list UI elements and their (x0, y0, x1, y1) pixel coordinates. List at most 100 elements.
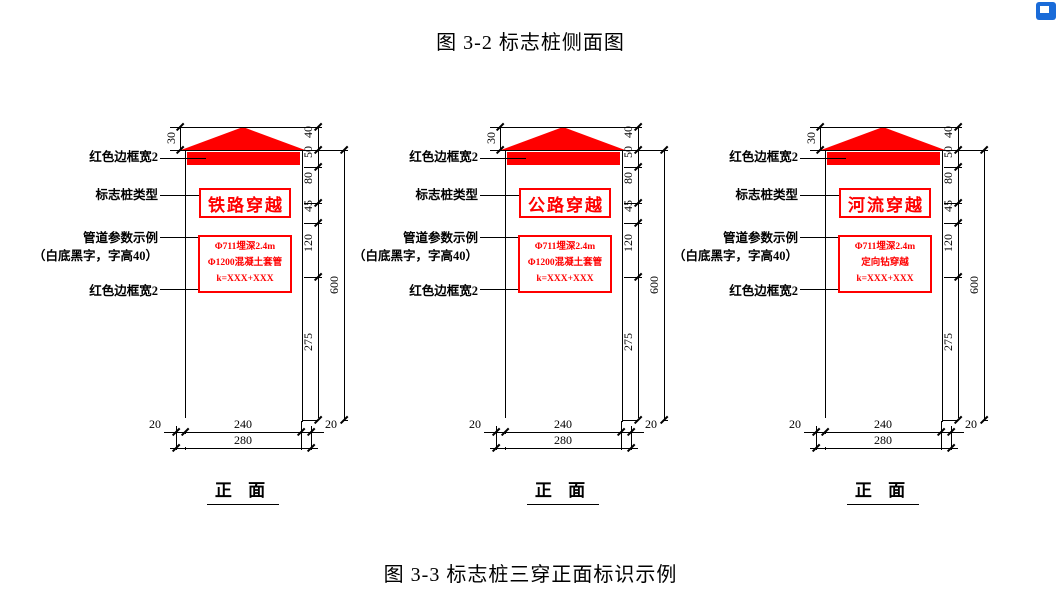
extension-line (944, 277, 962, 278)
param-line: Φ1200混凝土套管 (527, 258, 603, 269)
leader-line (160, 289, 198, 290)
callout-pile-type: 标志桩类型 (415, 188, 478, 202)
pile-cap-triangle (181, 127, 305, 150)
dim-280: 280 (185, 434, 301, 447)
callout-params-note: （白底黑字，字高40） (672, 249, 798, 263)
leader-line (800, 195, 839, 196)
dim-240: 240 (825, 418, 941, 431)
pile-type-text: 公路穿越 (528, 195, 604, 215)
leader-line (800, 158, 846, 159)
extension-line (941, 422, 942, 450)
dim-line (500, 127, 501, 151)
extension-line (621, 422, 622, 450)
callout-red-border-top: 红色边框宽2 (89, 150, 158, 164)
extension-line (311, 426, 312, 450)
front-view-text: 正 面 (526, 476, 600, 505)
leader-line (160, 158, 206, 159)
param-line: k=XXX+XXX (216, 273, 274, 284)
dim-line (180, 127, 181, 151)
pile-red-band (827, 152, 940, 165)
dim-overall-600: 600 (647, 276, 661, 294)
extension-line (944, 223, 962, 224)
callout-pipe-params: 管道参数示例 (402, 231, 478, 245)
callout-pile-type: 标志桩类型 (95, 188, 158, 202)
param-line: Φ1200混凝土套管 (207, 258, 283, 269)
pile-figure-railway-crossing: 铁路穿越 Φ711埋深2.4m Φ1200混凝土套管 k=XXX+XXX 红色边… (30, 88, 360, 548)
dim-width-line (804, 432, 964, 433)
pile-param-box: Φ711埋深2.4m Φ1200混凝土套管 k=XXX+XXX (198, 235, 292, 293)
dim-20-left: 20 (782, 418, 808, 431)
badge-glyph-icon (1040, 6, 1049, 13)
pile-figure-river-crossing: 河流穿越 Φ711埋深2.4m 定向钻穿越 k=XXX+XXX 红色边框宽2 标… (670, 88, 1000, 548)
pile-cap-triangle (501, 127, 625, 150)
extension-line (304, 203, 322, 204)
pile-param-box: Φ711埋深2.4m Φ1200混凝土套管 k=XXX+XXX (518, 235, 612, 293)
callout-red-border-bottom: 红色边框宽2 (89, 284, 158, 298)
front-view-label: 正 面 (185, 476, 301, 505)
leader-line (480, 158, 526, 159)
pile-type-box: 公路穿越 (519, 188, 611, 218)
extension-line (303, 150, 348, 151)
extension-line (304, 223, 322, 224)
dim-overall-line (664, 150, 665, 420)
dim-20-right: 20 (638, 418, 664, 431)
callout-red-border-bottom: 红色边框宽2 (729, 284, 798, 298)
extension-line (816, 426, 817, 450)
dim-chain-45: 45 (621, 200, 635, 212)
dim-total-line (490, 448, 638, 449)
dim-overall-600: 600 (967, 276, 981, 294)
figure-title-bottom: 图 3-3 标志桩三穿正面标识示例 (383, 564, 678, 586)
dim-20-left: 20 (462, 418, 488, 431)
leader-line (800, 237, 838, 238)
extension-line (496, 426, 497, 450)
dim-overall-600: 600 (327, 276, 341, 294)
pile-type-text: 河流穿越 (848, 195, 924, 215)
extension-line (943, 150, 988, 151)
dim-line (820, 127, 821, 151)
front-view-label: 正 面 (505, 476, 621, 505)
dim-width-line (484, 432, 644, 433)
extension-line (301, 422, 302, 450)
extension-line (304, 277, 322, 278)
extension-line (944, 203, 962, 204)
dim-chain-80: 80 (941, 172, 955, 184)
dim-280: 280 (825, 434, 941, 447)
figure-title-top: 图 3-2 标志桩侧面图 (436, 32, 625, 54)
dim-20-right: 20 (318, 418, 344, 431)
dim-width-line (164, 432, 324, 433)
param-line: k=XXX+XXX (536, 273, 594, 284)
extension-line (624, 277, 642, 278)
pile-cap-triangle (821, 127, 945, 150)
dim-chain-45: 45 (941, 200, 955, 212)
pile-type-box: 铁路穿越 (199, 188, 291, 218)
dim-chain-120: 120 (941, 234, 955, 252)
param-line: Φ711埋深2.4m (214, 242, 276, 253)
dim-20-left: 20 (142, 418, 168, 431)
dim-overall-line (984, 150, 985, 420)
extension-line (951, 426, 952, 450)
pile-param-box: Φ711埋深2.4m 定向钻穿越 k=XXX+XXX (838, 235, 932, 293)
param-line: Φ711埋深2.4m (854, 242, 916, 253)
pile-type-text: 铁路穿越 (208, 195, 284, 215)
dim-overall-line (344, 150, 345, 420)
dim-20-right: 20 (958, 418, 984, 431)
extension-line (304, 167, 322, 168)
dim-chain-275: 275 (941, 333, 955, 351)
leader-line (800, 289, 838, 290)
pile-type-box: 河流穿越 (839, 188, 931, 218)
extension-line (624, 167, 642, 168)
leader-line (480, 237, 518, 238)
callout-red-border-bottom: 红色边框宽2 (409, 284, 478, 298)
pile-red-band (507, 152, 620, 165)
extension-line (623, 150, 668, 151)
corner-badge-icon[interactable] (1036, 2, 1056, 20)
front-view-text: 正 面 (846, 476, 920, 505)
extension-line (631, 426, 632, 450)
extension-line (490, 127, 642, 128)
leader-line (480, 195, 519, 196)
extension-line (624, 203, 642, 204)
dim-chain-120: 120 (301, 234, 315, 252)
callout-pile-type: 标志桩类型 (735, 188, 798, 202)
front-view-label: 正 面 (825, 476, 941, 505)
